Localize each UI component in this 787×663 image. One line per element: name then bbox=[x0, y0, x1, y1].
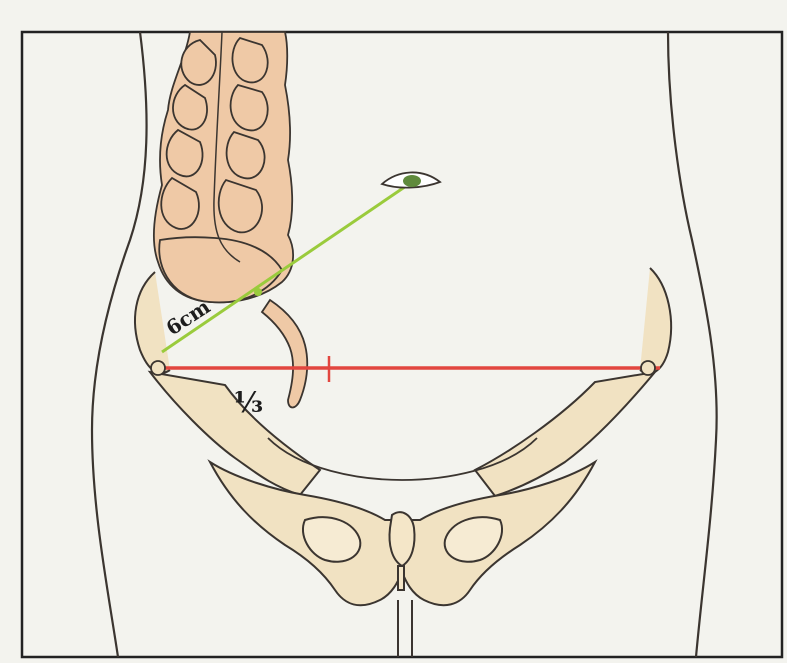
pelvis bbox=[150, 372, 655, 605]
fraction-label: ⅓ bbox=[234, 386, 263, 419]
right-endpoint-marker bbox=[641, 361, 655, 375]
eye-icon bbox=[382, 172, 440, 187]
left-endpoint-marker bbox=[151, 361, 165, 375]
coccyx bbox=[398, 566, 404, 590]
iliac-crest-right bbox=[640, 268, 671, 373]
colon bbox=[154, 32, 307, 408]
green-midpoint bbox=[254, 288, 262, 296]
haustra-6 bbox=[231, 85, 268, 130]
appendix bbox=[262, 300, 307, 408]
sacrum bbox=[390, 512, 415, 566]
haustra-5 bbox=[232, 38, 267, 82]
body-outline-right bbox=[668, 32, 717, 657]
